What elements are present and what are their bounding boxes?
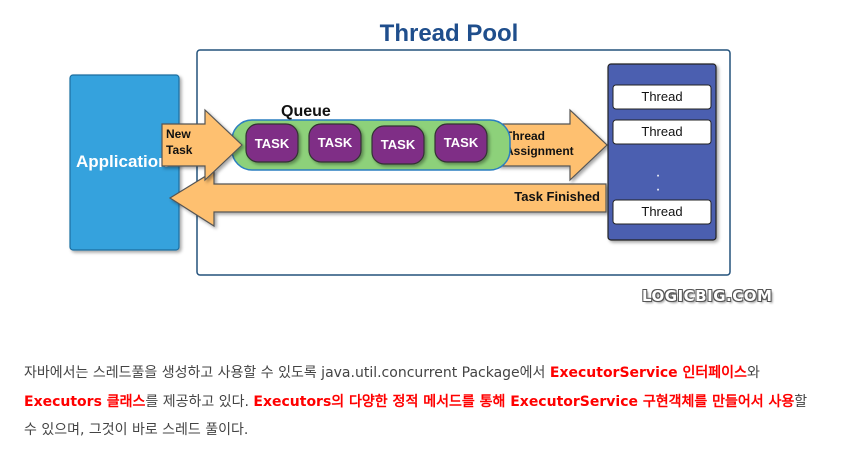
diagram-title: Thread Pool <box>380 20 519 47</box>
task-label: TASK <box>318 135 353 150</box>
task-finished-arrow <box>168 169 607 228</box>
thread-assignment-arrow <box>497 108 608 182</box>
paragraph-text: 자바에서는 스레드풀을 생성하고 사용할 수 있도록 java.util.con… <box>24 365 550 381</box>
thread-label: Thread <box>641 89 682 104</box>
paragraph-text: 와 <box>746 365 760 381</box>
task-item: TASK <box>308 123 362 163</box>
paragraph-text: 할 수 있으며, 그것이 바로 스레드 풀이다. <box>24 393 808 439</box>
thread-item: Thread <box>612 84 712 110</box>
queue-label: Queue <box>281 103 331 120</box>
task-item: TASK <box>245 123 299 163</box>
task-label: TASK <box>255 136 290 151</box>
application-label: Application <box>76 152 169 171</box>
thread-assignment-label-line2: Assignment <box>505 144 574 158</box>
thread-label: Thread <box>641 124 682 139</box>
task-item: TASK <box>434 123 488 163</box>
thread-assignment-label-line1: Thread <box>505 129 545 143</box>
task-label: TASK <box>381 137 416 152</box>
new-task-arrow <box>161 108 243 182</box>
paragraph-highlight: ExecutorService 인터페이스 <box>549 365 747 381</box>
task-item: TASK <box>371 125 425 165</box>
description-paragraph: 자바에서는 스레드풀을 생성하고 사용할 수 있도록 java.util.con… <box>24 359 824 445</box>
paragraph-text: 를 제공하고 있다. <box>145 393 254 410</box>
paragraph-highlight: Executors의 다양한 정적 메서드를 통해 ExecutorServic… <box>253 393 795 410</box>
logicbig-watermark: LOGICBIG.COM <box>642 287 773 305</box>
thread-label: Thread <box>641 204 682 219</box>
thread-ellipsis-dot: · <box>655 167 660 184</box>
thread-item: Thread <box>612 199 712 225</box>
new-task-label-line2: Task <box>166 143 193 157</box>
new-task-label-line1: New <box>166 127 191 141</box>
paragraph-highlight: Executors 클래스 <box>24 393 146 410</box>
task-finished-label: Task Finished <box>514 189 600 204</box>
thread-ellipsis-dot: · <box>655 181 660 198</box>
thread-pool-diagram: Thread Pool Application Task Finished Th… <box>69 20 731 276</box>
thread-item: Thread <box>612 119 712 145</box>
task-label: TASK <box>444 135 479 150</box>
